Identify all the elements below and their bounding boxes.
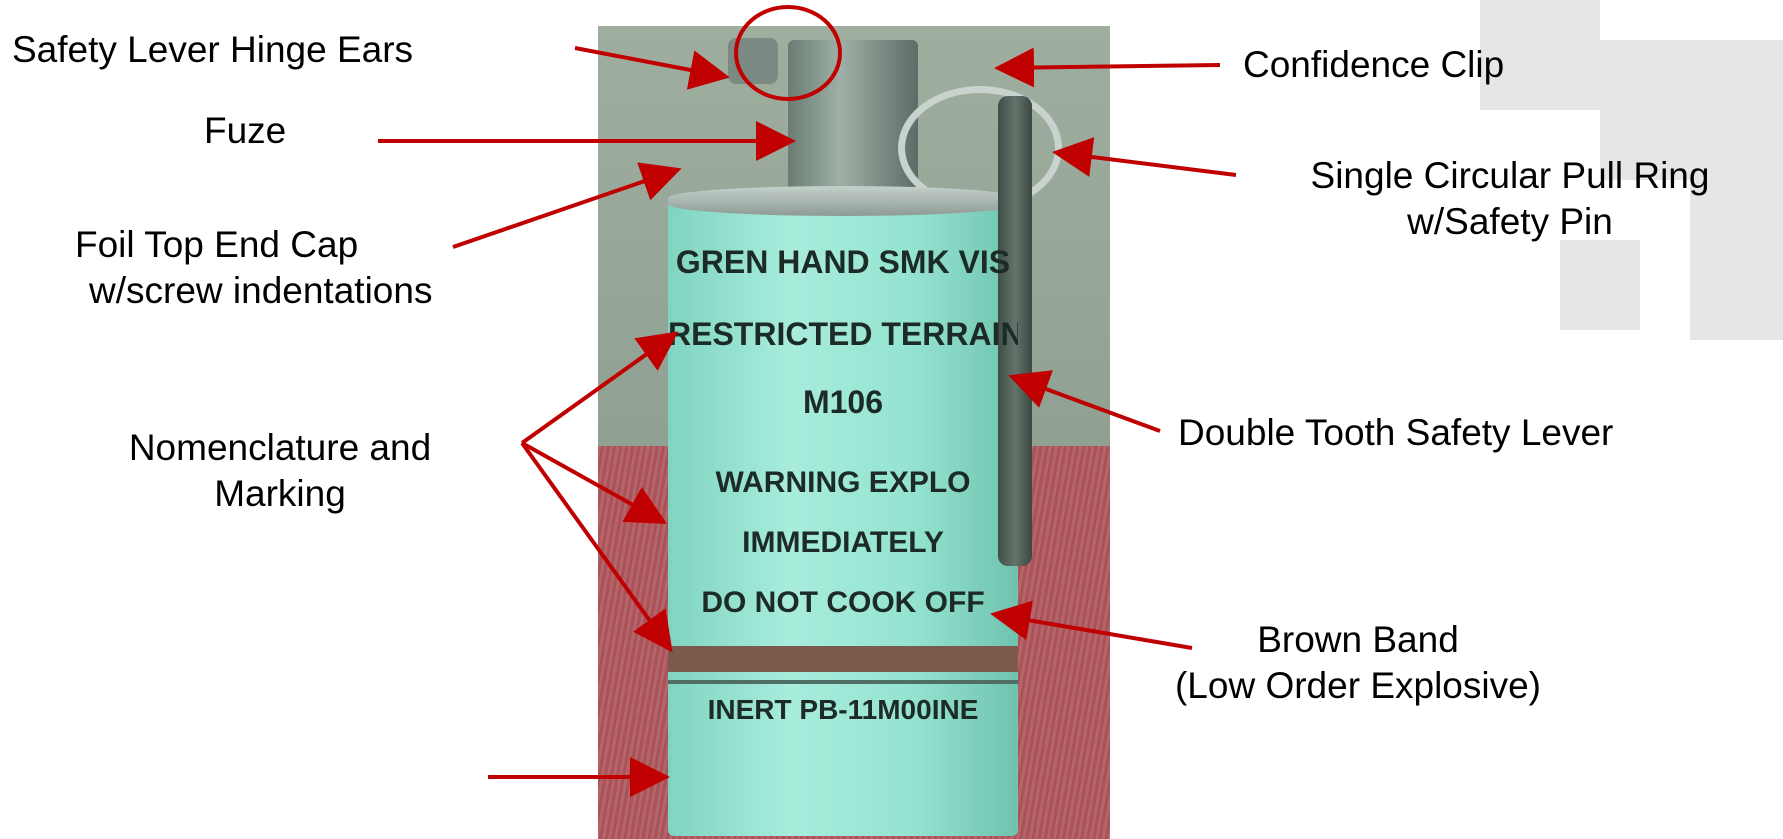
safety-lever [998,96,1032,566]
label-safety-lever: Double Tooth Safety Lever [1178,412,1614,453]
arrow-nomenclature-3 [520,441,673,653]
label-pull-ring: Single Circular Pull Ring w/Safety Pin [1240,153,1780,245]
can-marking: DO NOT COOK OFF [701,586,985,619]
label-pull-ring-line2: w/Safety Pin [1407,201,1613,242]
label-nomenclature-line1: Nomenclature and [128,427,432,468]
band-stripe [668,680,1018,684]
label-brown-band: Brown Band (Low Order Explosive) [1118,617,1598,709]
label-foil-cap-line2: w/screw indentations [89,270,433,311]
label-fuze: Fuze [204,110,287,151]
camo-block [1560,240,1640,330]
arrow-nomenclature-1 [520,331,679,445]
camo-block [1600,40,1783,180]
can-marking: WARNING EXPLO [715,466,971,499]
grenade-canister [668,196,1018,836]
arrow-hinge-ears [574,46,730,90]
can-marking: IMMEDIATELY [742,526,944,559]
arrow-confidence-clip [994,47,1221,88]
can-marking: M106 [802,384,884,420]
brown-band [668,646,1018,672]
hinge-ears-circle [734,5,842,101]
arrow-nomenclature-2 [521,441,667,524]
foil-top-cap [668,186,1018,216]
camo-block [1480,0,1600,110]
label-nomenclature-line2: Marking [214,473,346,514]
label-confidence-clip: Confidence Clip [1243,44,1505,85]
label-foil-cap: Foil Top End Cap w/screw indentations [75,222,545,314]
label-foil-cap-line1: Foil Top End Cap [75,224,359,265]
can-marking: INERT PB-11M00INE [707,694,979,725]
arrow-foil-cap [452,162,682,249]
camo-block [1690,180,1783,340]
label-hinge-ears: Safety Lever Hinge Ears [12,29,414,70]
grenade-photo: GREN HAND SMK VIS RESTRICTED TERRAIN M10… [598,26,1110,839]
arrow-brown-band [990,600,1193,650]
arrow-pull-ring [1052,137,1237,177]
can-marking: GREN HAND SMK VIS [675,244,1011,280]
label-pull-ring-line1: Single Circular Pull Ring [1310,155,1710,196]
label-brown-band-line1: Brown Band [1257,619,1459,660]
can-marking: RESTRICTED TERRAIN [668,316,1018,352]
label-nomenclature: Nomenclature and Marking [60,425,500,517]
label-brown-band-line2: (Low Order Explosive) [1174,665,1541,706]
arrow-safety-lever [1008,370,1161,433]
fuze-body [788,40,918,210]
